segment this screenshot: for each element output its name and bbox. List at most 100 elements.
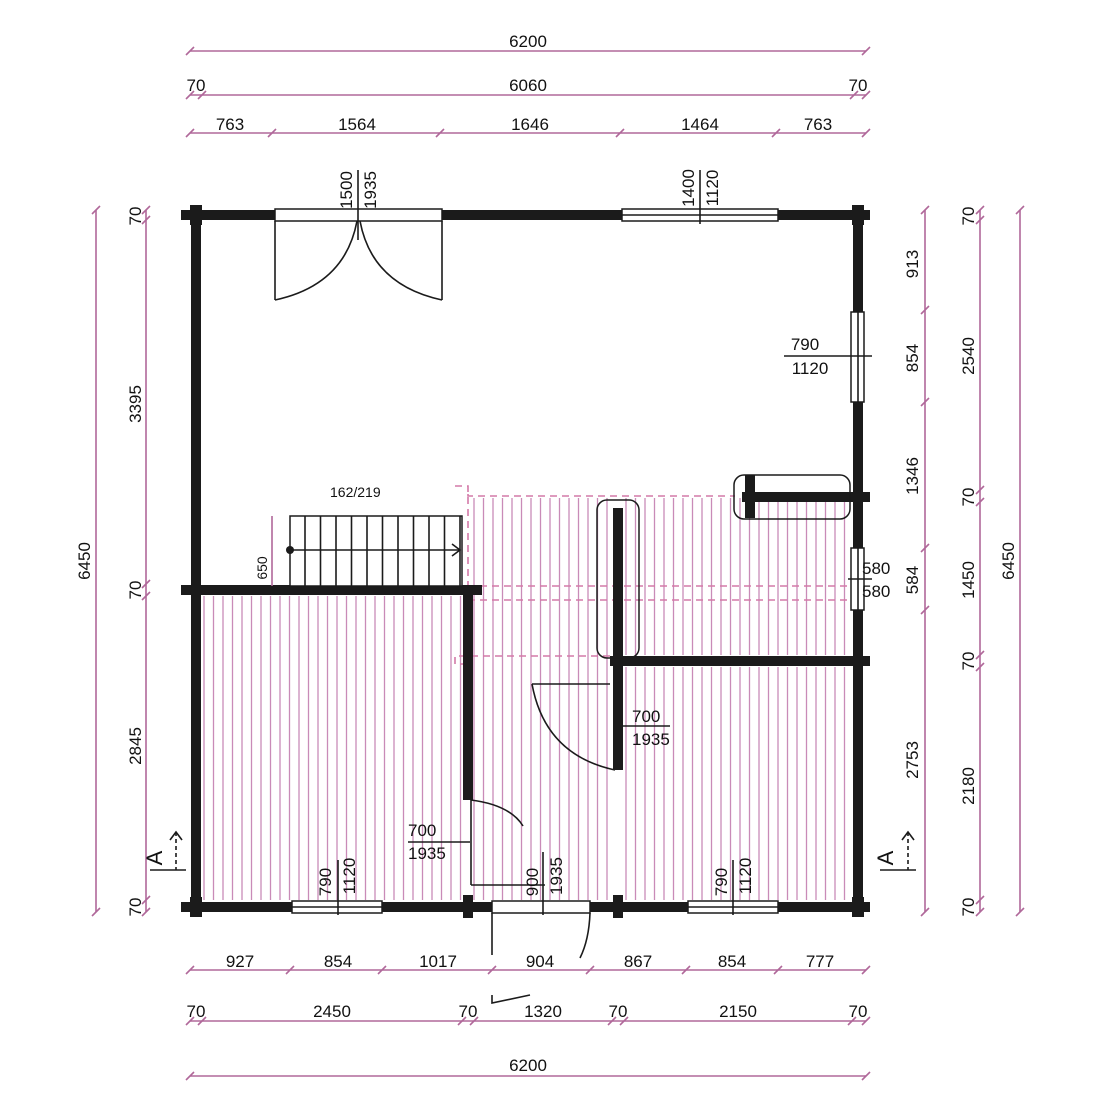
top-door-width: 1500 xyxy=(337,171,356,209)
dim-tick xyxy=(185,1016,195,1026)
stair-label: 162/219 xyxy=(330,484,381,500)
top-inner-left-dim: 70 xyxy=(187,76,206,95)
dim-tick xyxy=(975,895,985,905)
dim-tick xyxy=(861,1071,871,1081)
dim-tick xyxy=(615,128,625,138)
bottom-wall-dim: 2450 xyxy=(313,1002,351,1021)
dim-tick xyxy=(975,650,985,660)
stair-width: 650 xyxy=(254,556,270,580)
bottom-wall-dim: 1320 xyxy=(524,1002,562,1021)
dim-tick xyxy=(773,965,783,975)
top-inner-right-dim: 70 xyxy=(849,76,868,95)
stair: 162/219 650 xyxy=(254,484,463,587)
dim-tick xyxy=(1015,907,1025,917)
dim-tick xyxy=(197,90,207,100)
section-mark-right: A xyxy=(873,850,898,865)
dim-tick xyxy=(377,965,387,975)
top-window-width: 1400 xyxy=(679,169,698,207)
bottom-wall-dim: 70 xyxy=(459,1002,478,1021)
bottom-seg-dim: 904 xyxy=(526,952,554,971)
dim-tick xyxy=(771,128,781,138)
top-seg-dim: 1564 xyxy=(338,115,376,134)
dim-tick xyxy=(435,128,445,138)
dim-tick xyxy=(141,579,151,589)
section-mark-left: A xyxy=(142,850,167,865)
left-overall-dim: 6450 xyxy=(75,542,94,580)
right-window-width: 790 xyxy=(791,335,819,354)
left-room-door-width: 700 xyxy=(408,821,436,840)
opening-labels: 1500 1935 1400 1120 790 1120 580 580 700… xyxy=(316,169,890,915)
right-dimensions: 913 854 1346 584 2753 70 2540 70 1450 70… xyxy=(903,205,1025,917)
dim-tick xyxy=(920,205,930,215)
bottom-seg-dim: 927 xyxy=(226,952,254,971)
right-middle-dim: 70 xyxy=(959,898,978,917)
top-inner-dim: 6060 xyxy=(509,76,547,95)
right-inner-dim: 1346 xyxy=(903,457,922,495)
dim-tick xyxy=(267,128,277,138)
dim-tick xyxy=(849,90,859,100)
left-part-dim: 3395 xyxy=(126,385,145,423)
dim-tick xyxy=(487,965,497,975)
dashed-outlines xyxy=(454,485,855,665)
dim-tick xyxy=(91,907,101,917)
dim-tick xyxy=(185,128,195,138)
dim-tick xyxy=(861,90,871,100)
dim-tick xyxy=(847,1016,857,1026)
top-window-height: 1120 xyxy=(703,170,722,207)
dim-tick xyxy=(920,305,930,315)
bottom-wall-dim: 2150 xyxy=(719,1002,757,1021)
right-inner-dim: 913 xyxy=(903,250,922,278)
right-inner-dim: 2753 xyxy=(903,741,922,779)
entrance-door-width: 900 xyxy=(523,868,542,896)
dim-tick xyxy=(141,895,151,905)
dim-tick xyxy=(975,205,985,215)
right-window-height: 1120 xyxy=(792,359,829,378)
section-marks: A A xyxy=(142,830,916,871)
bottom-right-window-width: 790 xyxy=(712,868,731,896)
dim-tick xyxy=(607,1016,617,1026)
dim-tick xyxy=(91,205,101,215)
dim-tick xyxy=(469,1016,479,1026)
bottom-seg-dim: 854 xyxy=(324,952,352,971)
bathroom-door-height: 1935 xyxy=(632,730,670,749)
left-dimensions: 6450 70 3395 70 2845 70 xyxy=(75,205,151,917)
bottom-wall-dim: 70 xyxy=(609,1002,628,1021)
bottom-wall-dim: 70 xyxy=(187,1002,206,1021)
right-inner-dim: 584 xyxy=(903,566,922,594)
bottom-dimensions: 927 854 1017 904 867 854 777 70 2450 70 … xyxy=(185,952,871,1081)
right-overall-dim: 6450 xyxy=(999,542,1018,580)
left-part-dim: 70 xyxy=(126,207,145,226)
dim-tick xyxy=(861,128,871,138)
top-seg-dim: 763 xyxy=(216,115,244,134)
bottom-right-window-height: 1120 xyxy=(736,858,755,895)
dim-tick xyxy=(141,205,151,215)
top-seg-dim: 1646 xyxy=(511,115,549,134)
dim-tick xyxy=(975,907,985,917)
right-middle-dim: 70 xyxy=(959,207,978,226)
right-middle-dim: 2180 xyxy=(959,767,978,805)
bottom-left-window-width: 790 xyxy=(316,868,335,896)
dim-tick xyxy=(975,485,985,495)
entrance-door-height: 1935 xyxy=(547,857,566,895)
top-door-height: 1935 xyxy=(361,171,380,209)
dim-tick xyxy=(185,965,195,975)
dim-tick xyxy=(861,1016,871,1026)
dim-tick xyxy=(141,591,151,601)
doors xyxy=(274,208,616,1004)
right-middle-dim: 1450 xyxy=(959,561,978,599)
bottom-seg-dim: 777 xyxy=(806,952,834,971)
right-middle-dim: 2540 xyxy=(959,337,978,375)
left-part-dim: 2845 xyxy=(126,727,145,765)
right-middle-dim: 70 xyxy=(959,488,978,507)
dim-tick xyxy=(975,497,985,507)
dim-tick xyxy=(681,965,691,975)
dim-tick xyxy=(920,907,930,917)
top-seg-dim: 763 xyxy=(804,115,832,134)
dim-tick xyxy=(619,1016,629,1026)
dim-tick xyxy=(1015,205,1025,215)
dim-tick xyxy=(197,1016,207,1026)
right-small-window-height: 580 xyxy=(862,582,890,601)
bottom-overall-dim: 6200 xyxy=(509,1056,547,1075)
bottom-seg-dim: 1017 xyxy=(419,952,457,971)
